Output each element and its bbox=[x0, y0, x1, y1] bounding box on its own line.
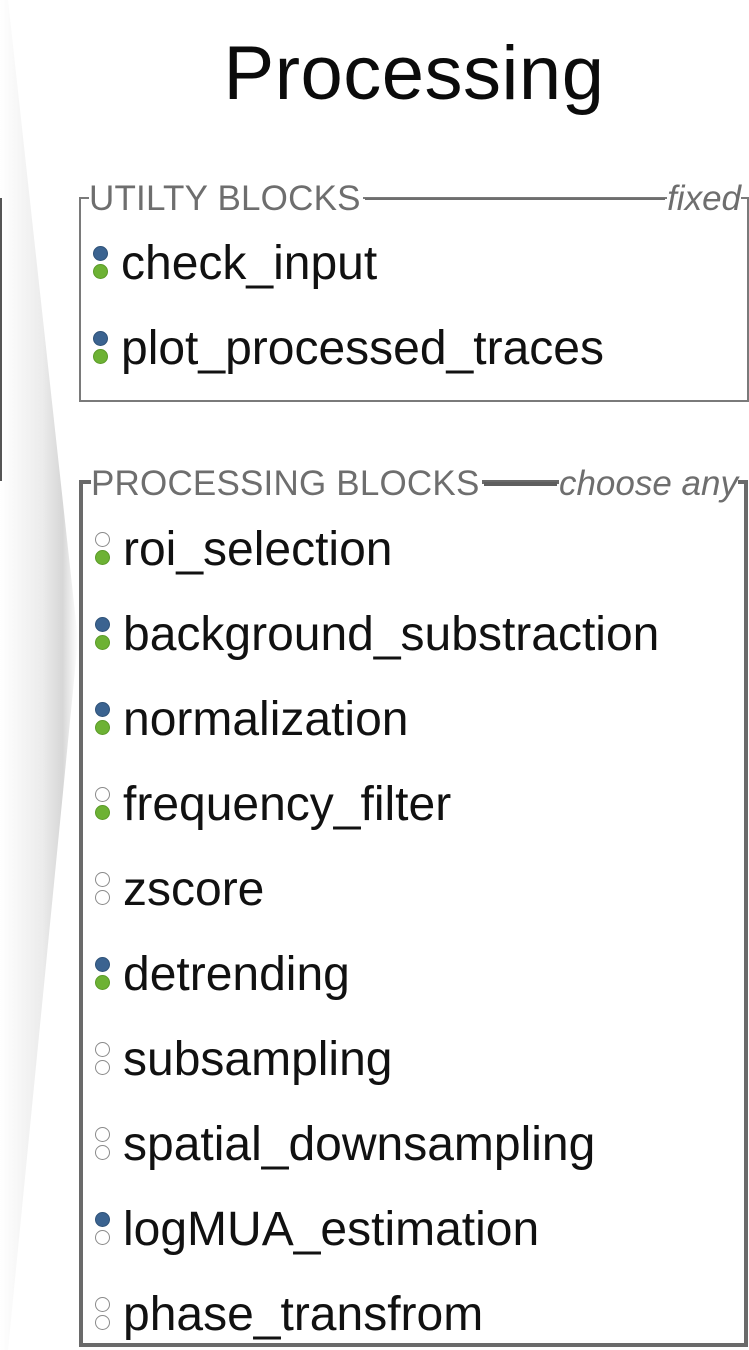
block-status-icon[interactable] bbox=[93, 953, 113, 997]
utility-group-tag: fixed bbox=[667, 179, 741, 219]
utility-group-label: UTILTY BLOCKS bbox=[89, 179, 363, 219]
output-status-dot-icon bbox=[93, 331, 108, 346]
utility-blocks-group: UTILTY BLOCKS fixed check_input plot_proc… bbox=[79, 179, 749, 402]
processing-blocks-group: PROCESSING BLOCKS choose any roi_selecti… bbox=[79, 464, 748, 1347]
input-status-dot-icon bbox=[93, 264, 108, 279]
input-status-dot-icon bbox=[95, 720, 110, 735]
output-status-dot-icon bbox=[95, 702, 110, 717]
processing-group-header: PROCESSING BLOCKS choose any bbox=[91, 464, 738, 504]
input-status-dot-icon bbox=[95, 890, 110, 905]
input-status-dot-icon bbox=[95, 550, 110, 565]
block-item[interactable]: spatial_downsampling bbox=[93, 1115, 595, 1175]
output-status-dot-icon bbox=[95, 617, 110, 632]
block-status-icon[interactable] bbox=[93, 1123, 113, 1167]
processing-group-rule bbox=[483, 482, 557, 486]
block-item[interactable]: phase_transfrom bbox=[93, 1285, 483, 1345]
block-status-icon[interactable] bbox=[93, 613, 113, 657]
block-status-icon[interactable] bbox=[93, 1293, 113, 1337]
block-status-icon[interactable] bbox=[93, 1038, 113, 1082]
block-status-icon[interactable] bbox=[93, 783, 113, 827]
processing-group-tag: choose any bbox=[558, 464, 738, 504]
block-name: frequency_filter bbox=[123, 778, 452, 831]
block-item[interactable]: detrending bbox=[93, 945, 350, 1005]
block-name: plot_processed_traces bbox=[121, 322, 604, 375]
block-name: roi_selection bbox=[123, 523, 393, 576]
page-title: Processing bbox=[223, 31, 605, 116]
block-status-icon[interactable] bbox=[91, 327, 111, 371]
input-status-dot-icon bbox=[95, 635, 110, 650]
utility-group-header: UTILTY BLOCKS fixed bbox=[89, 179, 741, 219]
block-status-icon[interactable] bbox=[93, 698, 113, 742]
block-name: phase_transfrom bbox=[123, 1288, 484, 1341]
utility-group-rule bbox=[364, 198, 666, 200]
block-status-icon[interactable] bbox=[93, 528, 113, 572]
block-name: background_substraction bbox=[123, 608, 660, 661]
input-status-dot-icon bbox=[95, 1060, 110, 1075]
output-status-dot-icon bbox=[93, 246, 108, 261]
block-name: subsampling bbox=[123, 1033, 393, 1086]
block-item[interactable]: background_substraction bbox=[93, 605, 659, 665]
block-item[interactable]: roi_selection bbox=[93, 520, 392, 580]
block-status-icon[interactable] bbox=[91, 242, 111, 286]
block-item[interactable]: plot_processed_traces bbox=[91, 319, 604, 379]
block-item[interactable]: zscore bbox=[93, 860, 264, 920]
output-status-dot-icon bbox=[95, 532, 110, 547]
block-name: detrending bbox=[123, 948, 350, 1001]
input-status-dot-icon bbox=[95, 805, 110, 820]
output-status-dot-icon bbox=[95, 957, 110, 972]
output-status-dot-icon bbox=[95, 1212, 110, 1227]
input-status-dot-icon bbox=[95, 975, 110, 990]
output-status-dot-icon bbox=[95, 1297, 110, 1312]
block-item[interactable]: frequency_filter bbox=[93, 775, 451, 835]
processing-group-label: PROCESSING BLOCKS bbox=[91, 464, 482, 504]
background-wedge bbox=[0, 0, 78, 1350]
block-name: logMUA_estimation bbox=[123, 1203, 540, 1256]
output-status-dot-icon bbox=[95, 872, 110, 887]
block-item[interactable]: normalization bbox=[93, 690, 408, 750]
block-status-icon[interactable] bbox=[93, 1208, 113, 1252]
block-item[interactable]: subsampling bbox=[93, 1030, 392, 1090]
input-status-dot-icon bbox=[95, 1315, 110, 1330]
connector-line bbox=[0, 198, 2, 481]
block-name: normalization bbox=[123, 693, 409, 746]
input-status-dot-icon bbox=[95, 1145, 110, 1160]
block-name: check_input bbox=[121, 237, 378, 290]
block-status-icon[interactable] bbox=[93, 868, 113, 912]
output-status-dot-icon bbox=[95, 1042, 110, 1057]
block-item[interactable]: logMUA_estimation bbox=[93, 1200, 539, 1260]
input-status-dot-icon bbox=[93, 349, 108, 364]
output-status-dot-icon bbox=[95, 1127, 110, 1142]
output-status-dot-icon bbox=[95, 787, 110, 802]
block-name: spatial_downsampling bbox=[123, 1118, 596, 1171]
input-status-dot-icon bbox=[95, 1230, 110, 1245]
block-item[interactable]: check_input bbox=[91, 234, 377, 294]
block-name: zscore bbox=[123, 863, 265, 916]
